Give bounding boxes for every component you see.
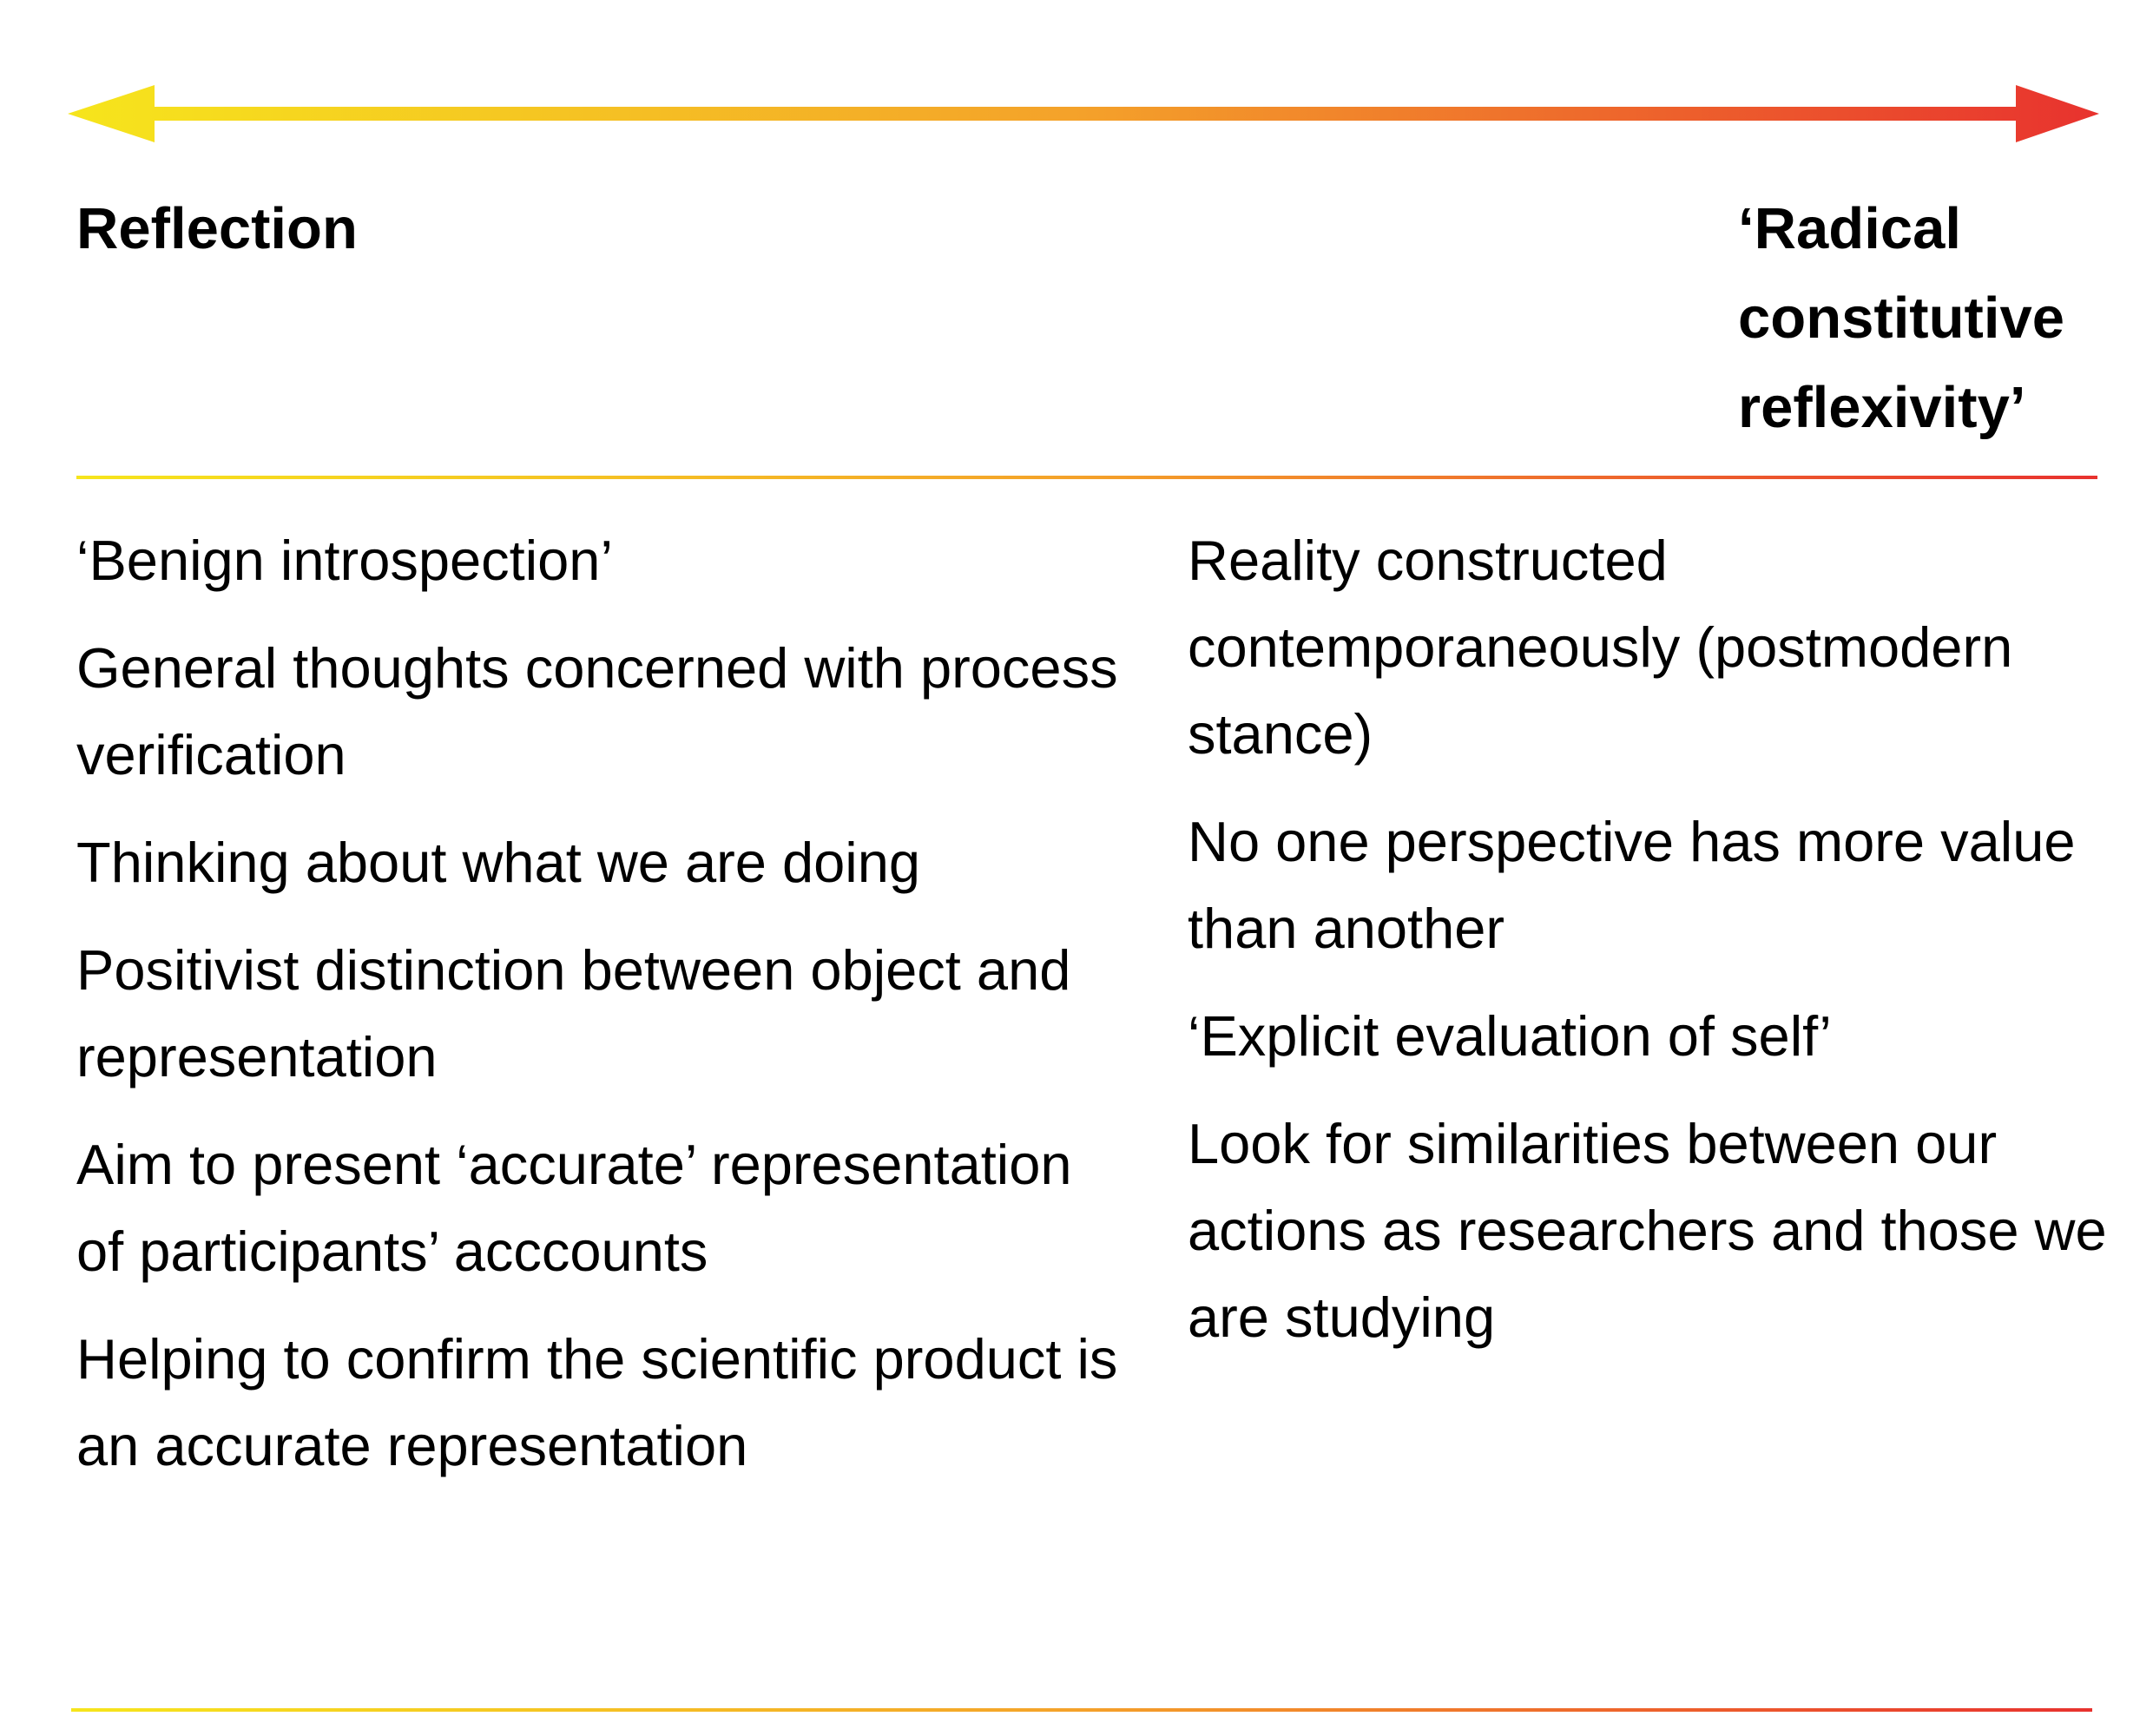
bottom-divider [71, 1708, 2092, 1712]
list-item: Thinking about what we are doing [76, 831, 921, 894]
list-item: General thoughts concerned with process … [76, 636, 1118, 786]
list-item: Helping to confirm the scientific produc… [76, 1327, 1118, 1477]
radical-reflexivity-list: Reality constructed contemporaneously (p… [1188, 517, 2150, 1382]
list-item: ‘Explicit evaluation of self’ [1188, 1004, 1832, 1068]
double-headed-gradient-arrow [68, 85, 2099, 142]
list-item: Look for similarities between our action… [1188, 1112, 2107, 1349]
radical-reflexivity-heading: ‘Radical constitutive reflexivity’ [1738, 196, 2064, 440]
top-divider [76, 476, 2097, 479]
reflection-heading: Reflection [76, 196, 358, 261]
arrow-shape [68, 85, 2099, 142]
list-item: Reality constructed contemporaneously (p… [1188, 529, 2013, 766]
list-item: Positivist distinction between object an… [76, 938, 1071, 1088]
reflection-list: ‘Benign introspection’ General thoughts … [76, 517, 1127, 1510]
list-item: Aim to present ‘accurate’ representation… [76, 1133, 1072, 1283]
list-item: ‘Benign introspection’ [76, 529, 613, 592]
list-item: No one perspective has more value than a… [1188, 810, 2076, 960]
